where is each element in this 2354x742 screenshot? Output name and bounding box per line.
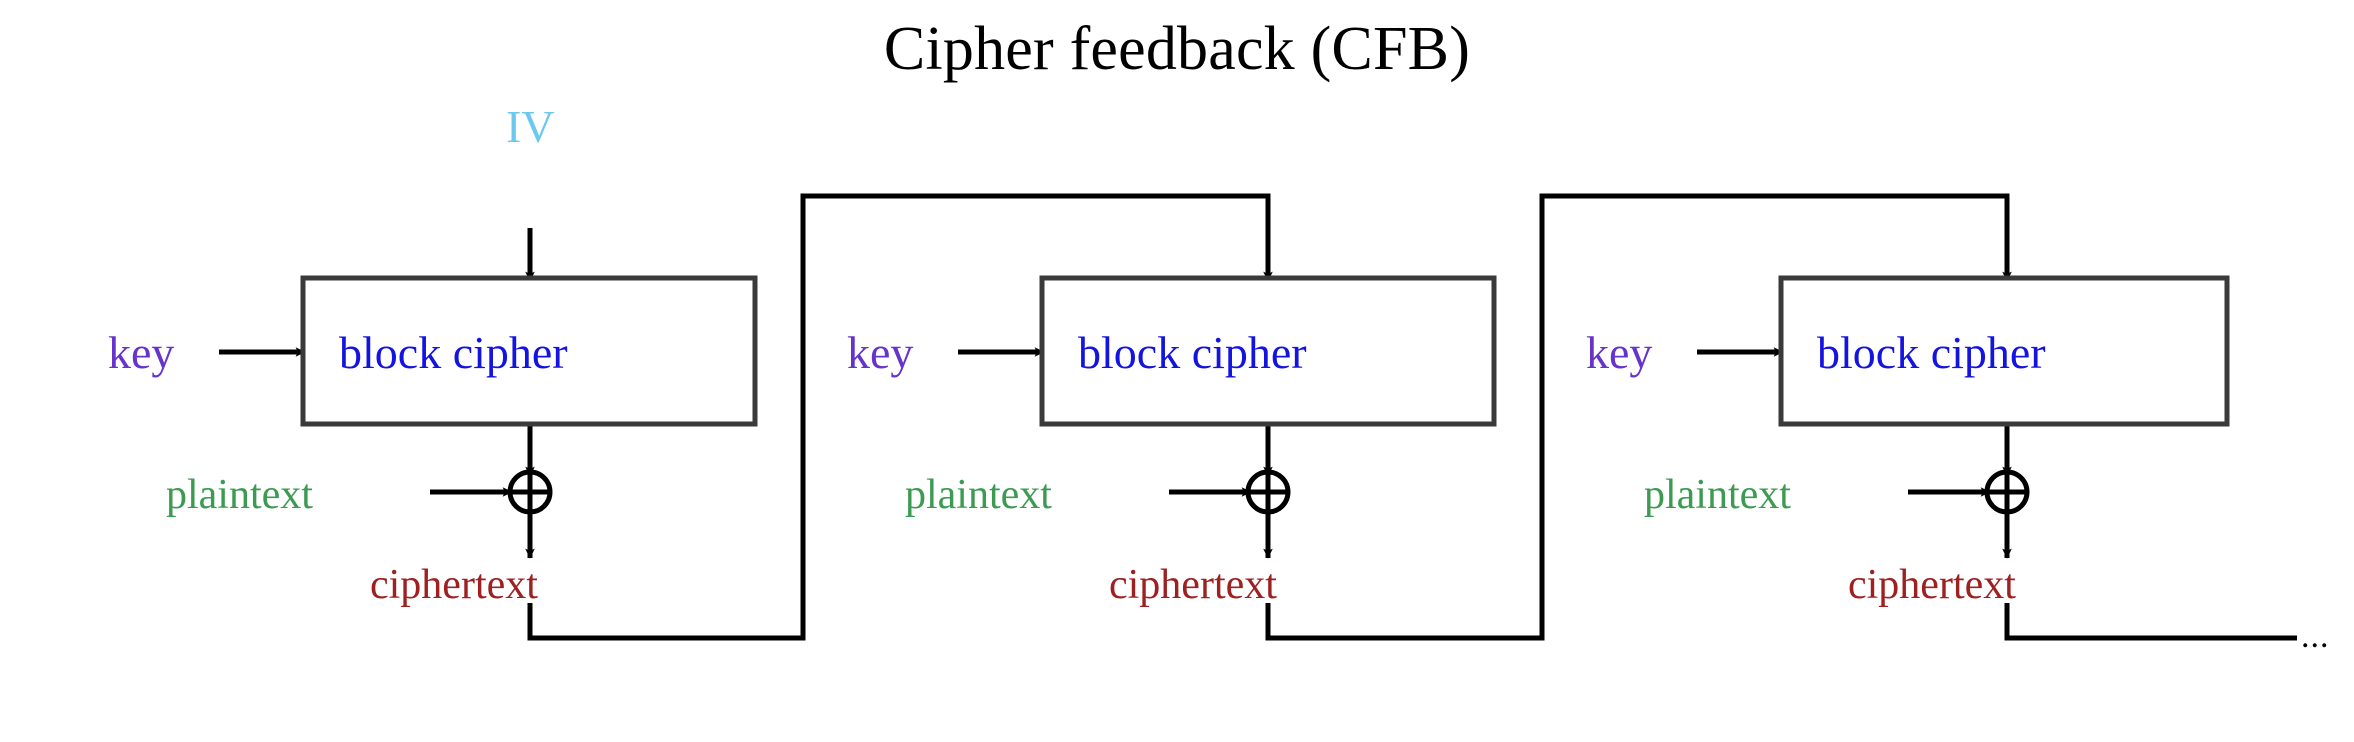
key-label-1: key [108,327,175,378]
trailing-ellipsis: ... [2301,618,2330,655]
plaintext-label-2: plaintext [905,472,1052,518]
plaintext-label-3: plaintext [1644,472,1791,518]
stage-3-wires [1697,347,2297,641]
xor-gate-1 [507,469,553,515]
key-label-3: key [1586,327,1653,378]
stage-1-wires [219,193,1273,641]
xor-gate-3 [1984,469,2030,515]
plaintext-label-1: plaintext [166,472,313,518]
block-cipher-box-1 [300,275,758,427]
block-cipher-label-2: block cipher [1078,327,1307,378]
stage-2-wires [958,193,2012,641]
page-title: Cipher feedback (CFB) [883,15,1471,83]
feedback-path-2-to-3 [1265,193,2012,641]
key-label-2: key [847,327,914,378]
ciphertext-label-2: ciphertext [1109,562,1277,608]
block-cipher-box-2 [1039,275,1497,427]
feedback-path-3-trailing [2004,603,2297,641]
block-cipher-box-3 [1778,275,2230,427]
block-cipher-label-1: block cipher [339,327,568,378]
block-cipher-label-3: block cipher [1817,327,2046,378]
xor-gate-2 [1245,469,1291,515]
feedback-path-1-to-2 [527,193,1273,641]
ciphertext-label-3: ciphertext [1848,562,2016,608]
iv-label-1: IV [506,101,555,152]
ciphertext-label-1: ciphertext [370,562,538,608]
